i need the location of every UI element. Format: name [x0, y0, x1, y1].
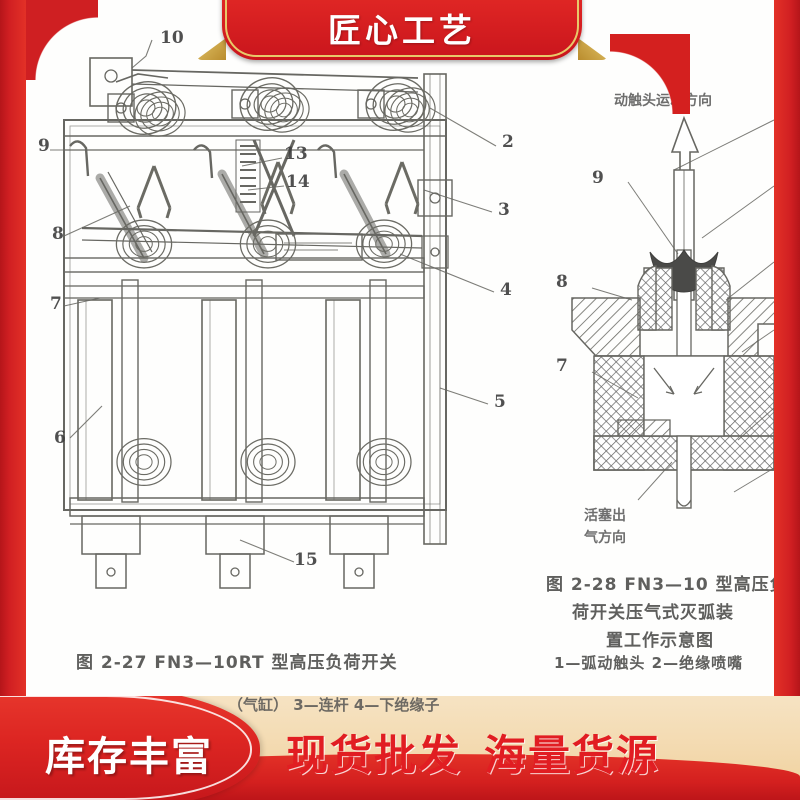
callout-13: 13 — [284, 144, 308, 164]
bottom-banner-red-block — [0, 696, 260, 800]
bottom-banner-left-text: 库存丰富 — [45, 734, 213, 780]
top-banner-text: 匠心工艺 — [328, 11, 476, 50]
right-figure-caption-line3: 置工作示意图 — [606, 631, 714, 651]
callout-6: 6 — [54, 428, 66, 448]
top-banner: 匠心工艺 — [222, 0, 582, 60]
drawing-canvas: 10 9 8 7 6 13 14 15 2 3 4 5 9 8 7 动触头运动方… — [26, 0, 774, 720]
drawing-svg — [50, 39, 774, 589]
left-figure-caption-line2: （气缸） 3—连杆 4—下绝缘子 — [228, 696, 440, 714]
bottom-banner-right-text-2: 海量货源 — [484, 731, 661, 780]
left-figure-caption-line1: 图 2-27 FN3—10RT 型高压负荷开关 — [76, 653, 398, 673]
frame-border-right — [774, 0, 800, 720]
callout-9-left: 9 — [38, 136, 50, 156]
callout-7-left: 7 — [50, 294, 62, 314]
piston-exhaust-label-line1: 活塞出 — [584, 508, 626, 524]
frame-border-left — [0, 0, 26, 720]
callout-14: 14 — [286, 172, 310, 192]
callout-8-right: 8 — [556, 272, 568, 292]
piston-exhaust-label-line2: 气方向 — [584, 530, 626, 546]
right-figure-caption-line4: 1—弧动触头 2—绝缘喷嘴 — [554, 654, 744, 672]
callout-9-right: 9 — [592, 168, 604, 188]
right-figure-caption-line2: 荷开关压气式灭弧装 — [572, 603, 734, 623]
bottom-banner-right-text-1: 现货批发 — [286, 731, 463, 780]
frame-corner-top-left — [18, 0, 98, 80]
callout-15: 15 — [294, 550, 318, 570]
callout-7-right: 7 — [556, 356, 568, 376]
right-figure-caption-line1: 图 2-28 FN3—10 型高压负 — [546, 575, 774, 595]
bottom-banner-right-text: 现货批发海量货源 — [286, 722, 660, 783]
callout-10: 10 — [160, 28, 184, 48]
callout-4: 4 — [500, 280, 512, 300]
callout-2: 2 — [502, 132, 514, 152]
frame-corner-top-right — [610, 34, 690, 114]
callout-3: 3 — [498, 200, 510, 220]
bottom-banner: 库存丰富 现货批发海量货源 — [0, 696, 800, 800]
technical-drawing-sheet: 10 9 8 7 6 13 14 15 2 3 4 5 9 8 7 动触头运动方… — [26, 0, 774, 720]
callout-8-left: 8 — [52, 224, 64, 244]
callout-5: 5 — [494, 392, 506, 412]
